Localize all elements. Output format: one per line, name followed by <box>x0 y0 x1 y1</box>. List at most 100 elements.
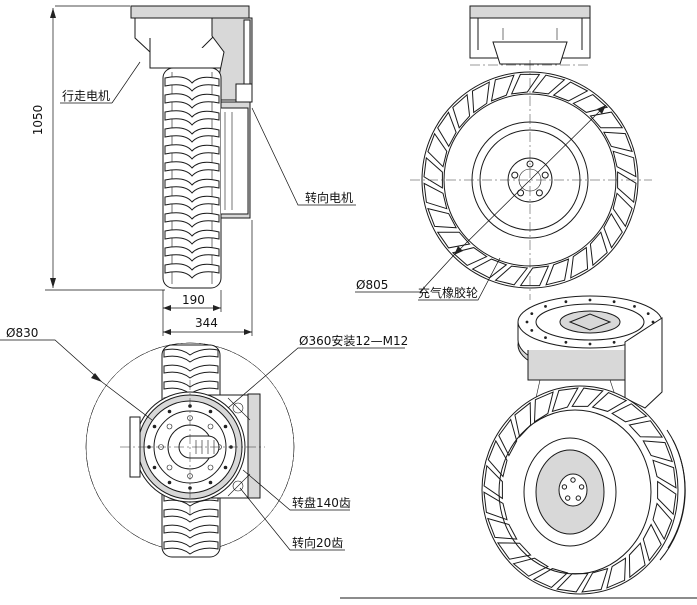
front-view: Ø805 充气橡胶轮 <box>355 5 652 301</box>
tread-lug <box>471 81 490 114</box>
tread-lug <box>642 440 674 463</box>
ring-bolt <box>646 312 650 315</box>
mount-bolt <box>223 465 228 470</box>
tread-lug <box>652 502 673 541</box>
steering-motor-mount <box>235 83 253 103</box>
steering-motor-face <box>221 107 249 215</box>
front-motor-top <box>469 5 591 19</box>
tread-lug <box>572 94 609 113</box>
tread-lug <box>628 420 664 438</box>
tread-lug <box>603 131 633 153</box>
diameter-830-label: Ø830 <box>6 326 38 340</box>
tread-lug <box>612 150 637 178</box>
tread-lug <box>164 229 220 245</box>
hub-bolt <box>541 171 549 179</box>
hub-bolt <box>570 477 576 483</box>
tread-lug <box>163 540 219 555</box>
tread-lug <box>436 231 471 249</box>
tread-lug <box>591 392 628 412</box>
mount-bolt <box>223 424 228 429</box>
top-view: Ø830 Ø360安装12—M12 转盘140齿 转向20齿 <box>0 326 408 558</box>
tread-lug <box>164 195 220 211</box>
tread-lug <box>164 76 220 92</box>
mount-bolt <box>152 424 157 429</box>
tread-lug <box>471 258 508 279</box>
tread-lug <box>606 557 627 589</box>
tread-lug <box>611 403 648 423</box>
ring-bolt <box>544 336 547 339</box>
drive-motor-label: 行走电机 <box>62 89 110 103</box>
tread-lug <box>570 246 589 279</box>
ring-bolt <box>564 300 568 304</box>
tread-lug <box>512 557 549 577</box>
steering-teeth-label: 转向20齿 <box>292 535 343 550</box>
tread-lug <box>589 111 624 129</box>
tread-lug <box>437 111 457 148</box>
tread-lug <box>494 265 529 286</box>
tread-lug <box>612 192 633 228</box>
motor-side-bracket <box>211 17 253 101</box>
tread-lug <box>451 247 488 266</box>
hub-bolt <box>565 495 571 501</box>
hub-bolt <box>561 484 568 490</box>
tread-lug <box>628 542 646 579</box>
tread-lug <box>498 418 518 457</box>
tread-lug <box>423 156 443 189</box>
tread-lug <box>510 73 541 95</box>
tread-lug <box>163 524 219 539</box>
tread-lug <box>496 542 532 560</box>
tire-lugs-side <box>164 76 220 279</box>
iso-hub-bolts <box>561 477 585 501</box>
pneumatic-wheel-label: 充气橡胶轮 <box>418 285 478 300</box>
tread-lug <box>551 387 579 413</box>
tread-lug <box>163 508 219 523</box>
tread-lug <box>532 568 569 588</box>
ring-bolt <box>530 329 534 332</box>
ring-bolt <box>612 340 616 344</box>
tread-lug <box>163 380 219 395</box>
ring-bolt <box>588 298 592 302</box>
tread-lug <box>164 178 220 194</box>
front-motor-flange <box>477 18 583 65</box>
bracket-edge-plate <box>247 393 261 499</box>
motor-top-plate <box>130 5 250 19</box>
inner-bolt <box>207 423 214 430</box>
tread-lug <box>589 231 608 267</box>
inner-bolt <box>166 464 173 471</box>
tread-lug <box>552 81 589 102</box>
ring-bolt <box>588 342 592 346</box>
mount-360-label: Ø360安装12—M12 <box>299 333 408 348</box>
hub-bolt <box>511 171 519 179</box>
height-dimension-label: 1050 <box>31 105 45 136</box>
steering-motor-label: 转向电机 <box>305 190 353 205</box>
ring-bolt <box>564 340 568 344</box>
front-tire-lugs <box>423 73 637 287</box>
mount-bolt <box>167 480 172 485</box>
mount-bolt <box>208 409 213 414</box>
ring-bolt <box>633 305 636 308</box>
side-view: 1050 190 344 行走电机 转向电机 <box>31 5 356 336</box>
tread-lug <box>164 263 220 279</box>
isometric-view <box>340 295 697 599</box>
mount-bolt <box>147 445 151 449</box>
tread-lug <box>519 265 550 287</box>
front-hub-bolts <box>511 160 549 197</box>
tread-lug <box>603 212 623 249</box>
tread-lug <box>581 567 609 593</box>
ring-bolt <box>544 305 547 308</box>
ring-bolt <box>651 320 655 324</box>
hub-bolt <box>535 189 543 197</box>
mount-bolt <box>167 409 172 414</box>
inner-bolt <box>207 464 214 471</box>
iso-bracket <box>527 350 626 381</box>
ring-bolt <box>530 312 534 315</box>
tread-lug <box>652 459 677 489</box>
tread-lug <box>533 391 554 423</box>
hub-bolt <box>575 495 581 501</box>
tread-lug <box>642 523 662 562</box>
tread-lug <box>164 127 220 143</box>
tread-lug <box>483 464 503 500</box>
mount-bolt <box>208 480 213 485</box>
